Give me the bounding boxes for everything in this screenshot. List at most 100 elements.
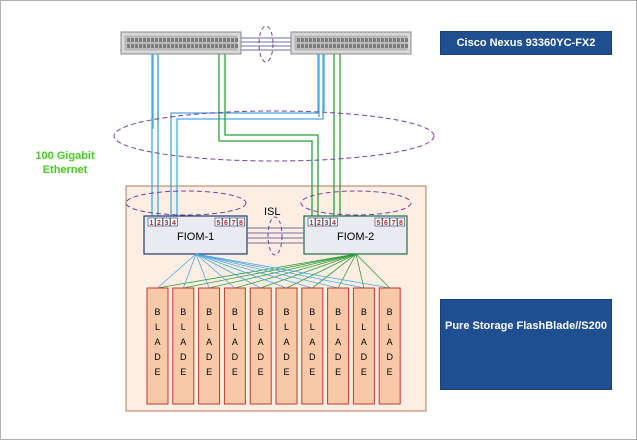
switch-port (179, 44, 182, 48)
fiom-2-label: FIOM-2 (337, 231, 375, 243)
switch-port (389, 44, 392, 48)
fiom-port-number: 2 (317, 220, 321, 227)
fanout-line-fiom2 (312, 253, 357, 289)
blade-letter: B (154, 307, 161, 317)
switch-port (325, 44, 328, 48)
switch-port (345, 44, 348, 48)
switch-port (191, 38, 194, 42)
fiom-port-number: 7 (392, 220, 396, 227)
blade-letter: L (258, 322, 264, 332)
uplink-green (218, 54, 313, 216)
switch-port (135, 38, 138, 42)
isl-links (247, 227, 304, 244)
fiom1-port-group-ellipse (125, 190, 247, 216)
fiom-port-number: 3 (165, 220, 169, 227)
switch-port (373, 38, 376, 42)
fanout-line-fiom1 (157, 253, 197, 289)
fanout-line-fiom1 (195, 253, 313, 289)
fiom-port (330, 217, 338, 227)
blade-letter: E (206, 367, 213, 377)
switch-port (349, 38, 352, 42)
switch-port (171, 44, 174, 48)
switch-port (317, 44, 320, 48)
blade-letter: D (154, 352, 161, 362)
blade-letter: B (309, 307, 316, 317)
switch-port (301, 38, 304, 42)
fiom-port (237, 217, 245, 227)
blade (275, 287, 298, 405)
switch-port (357, 44, 360, 48)
switch-port (401, 38, 404, 42)
switch-port (369, 38, 372, 42)
switch-port (377, 38, 380, 42)
switch-port (405, 44, 408, 48)
switch-port (223, 44, 226, 48)
uplink-blue (170, 54, 319, 216)
blade-letter: B (180, 307, 187, 317)
switch-port (297, 38, 300, 42)
blade-letter: E (335, 367, 342, 377)
blade-letter: L (361, 322, 367, 332)
switch-port (385, 38, 388, 42)
switch-port (211, 44, 214, 48)
switch-port (163, 38, 166, 42)
switch-port (365, 44, 368, 48)
switch-port (235, 44, 238, 48)
switch-port (405, 38, 408, 42)
fanout-line-fiom2 (209, 253, 357, 289)
switch-port (147, 38, 150, 42)
blade-letter: L (180, 322, 186, 332)
flashblade-panel: Pure Storage FlashBlade//S200 (440, 299, 612, 390)
switch-port (159, 38, 162, 42)
switch-port (195, 38, 198, 42)
fiom2-port-group-ellipse (300, 190, 412, 216)
fanout-line-fiom1 (195, 253, 364, 289)
fiom-port-number: 1 (150, 220, 154, 227)
switch-port (207, 38, 210, 42)
blade-letter: B (335, 307, 342, 317)
switch-port (147, 44, 150, 48)
fiom-port (307, 217, 316, 227)
fiom-port-number: 4 (332, 220, 336, 227)
fiom-port-number: 1 (310, 220, 314, 227)
switch-port (139, 44, 142, 48)
switch-port (365, 38, 368, 42)
switch-port (223, 38, 226, 42)
switch-port (329, 44, 332, 48)
fanout-line-fiom2 (355, 253, 390, 289)
switch-port (175, 38, 178, 42)
fiom-port-number: 2 (157, 220, 161, 227)
switch-port (143, 44, 146, 48)
fanout-line-fiom2 (286, 253, 357, 289)
blades (146, 287, 401, 405)
switch-port (329, 38, 332, 42)
switch-port (337, 44, 340, 48)
switch-port (155, 38, 158, 42)
switch-port (389, 38, 392, 42)
switch-port (195, 44, 198, 48)
fiom-port (162, 217, 171, 227)
switch-port (235, 38, 238, 42)
switch-port (301, 44, 304, 48)
blade-letter: E (154, 367, 161, 377)
fiom-port-number: 8 (399, 220, 403, 227)
blade-letter: A (231, 337, 238, 347)
switch-port (381, 44, 384, 48)
blade (378, 287, 401, 405)
switch-port (325, 38, 328, 42)
blade-letter: E (309, 367, 316, 377)
fiom-port (382, 217, 390, 227)
uplinks (151, 54, 341, 216)
blade-letter: B (257, 307, 264, 317)
switch-port (135, 44, 138, 48)
fiom-port-number: 8 (239, 220, 243, 227)
blade-letter: D (386, 352, 393, 362)
fiom-port (170, 217, 178, 227)
blade-letter: E (231, 367, 238, 377)
switch-port (215, 38, 218, 42)
switch-port (393, 44, 396, 48)
switch-port (305, 38, 308, 42)
blade-letter: L (335, 322, 341, 332)
switch-port (313, 38, 316, 42)
